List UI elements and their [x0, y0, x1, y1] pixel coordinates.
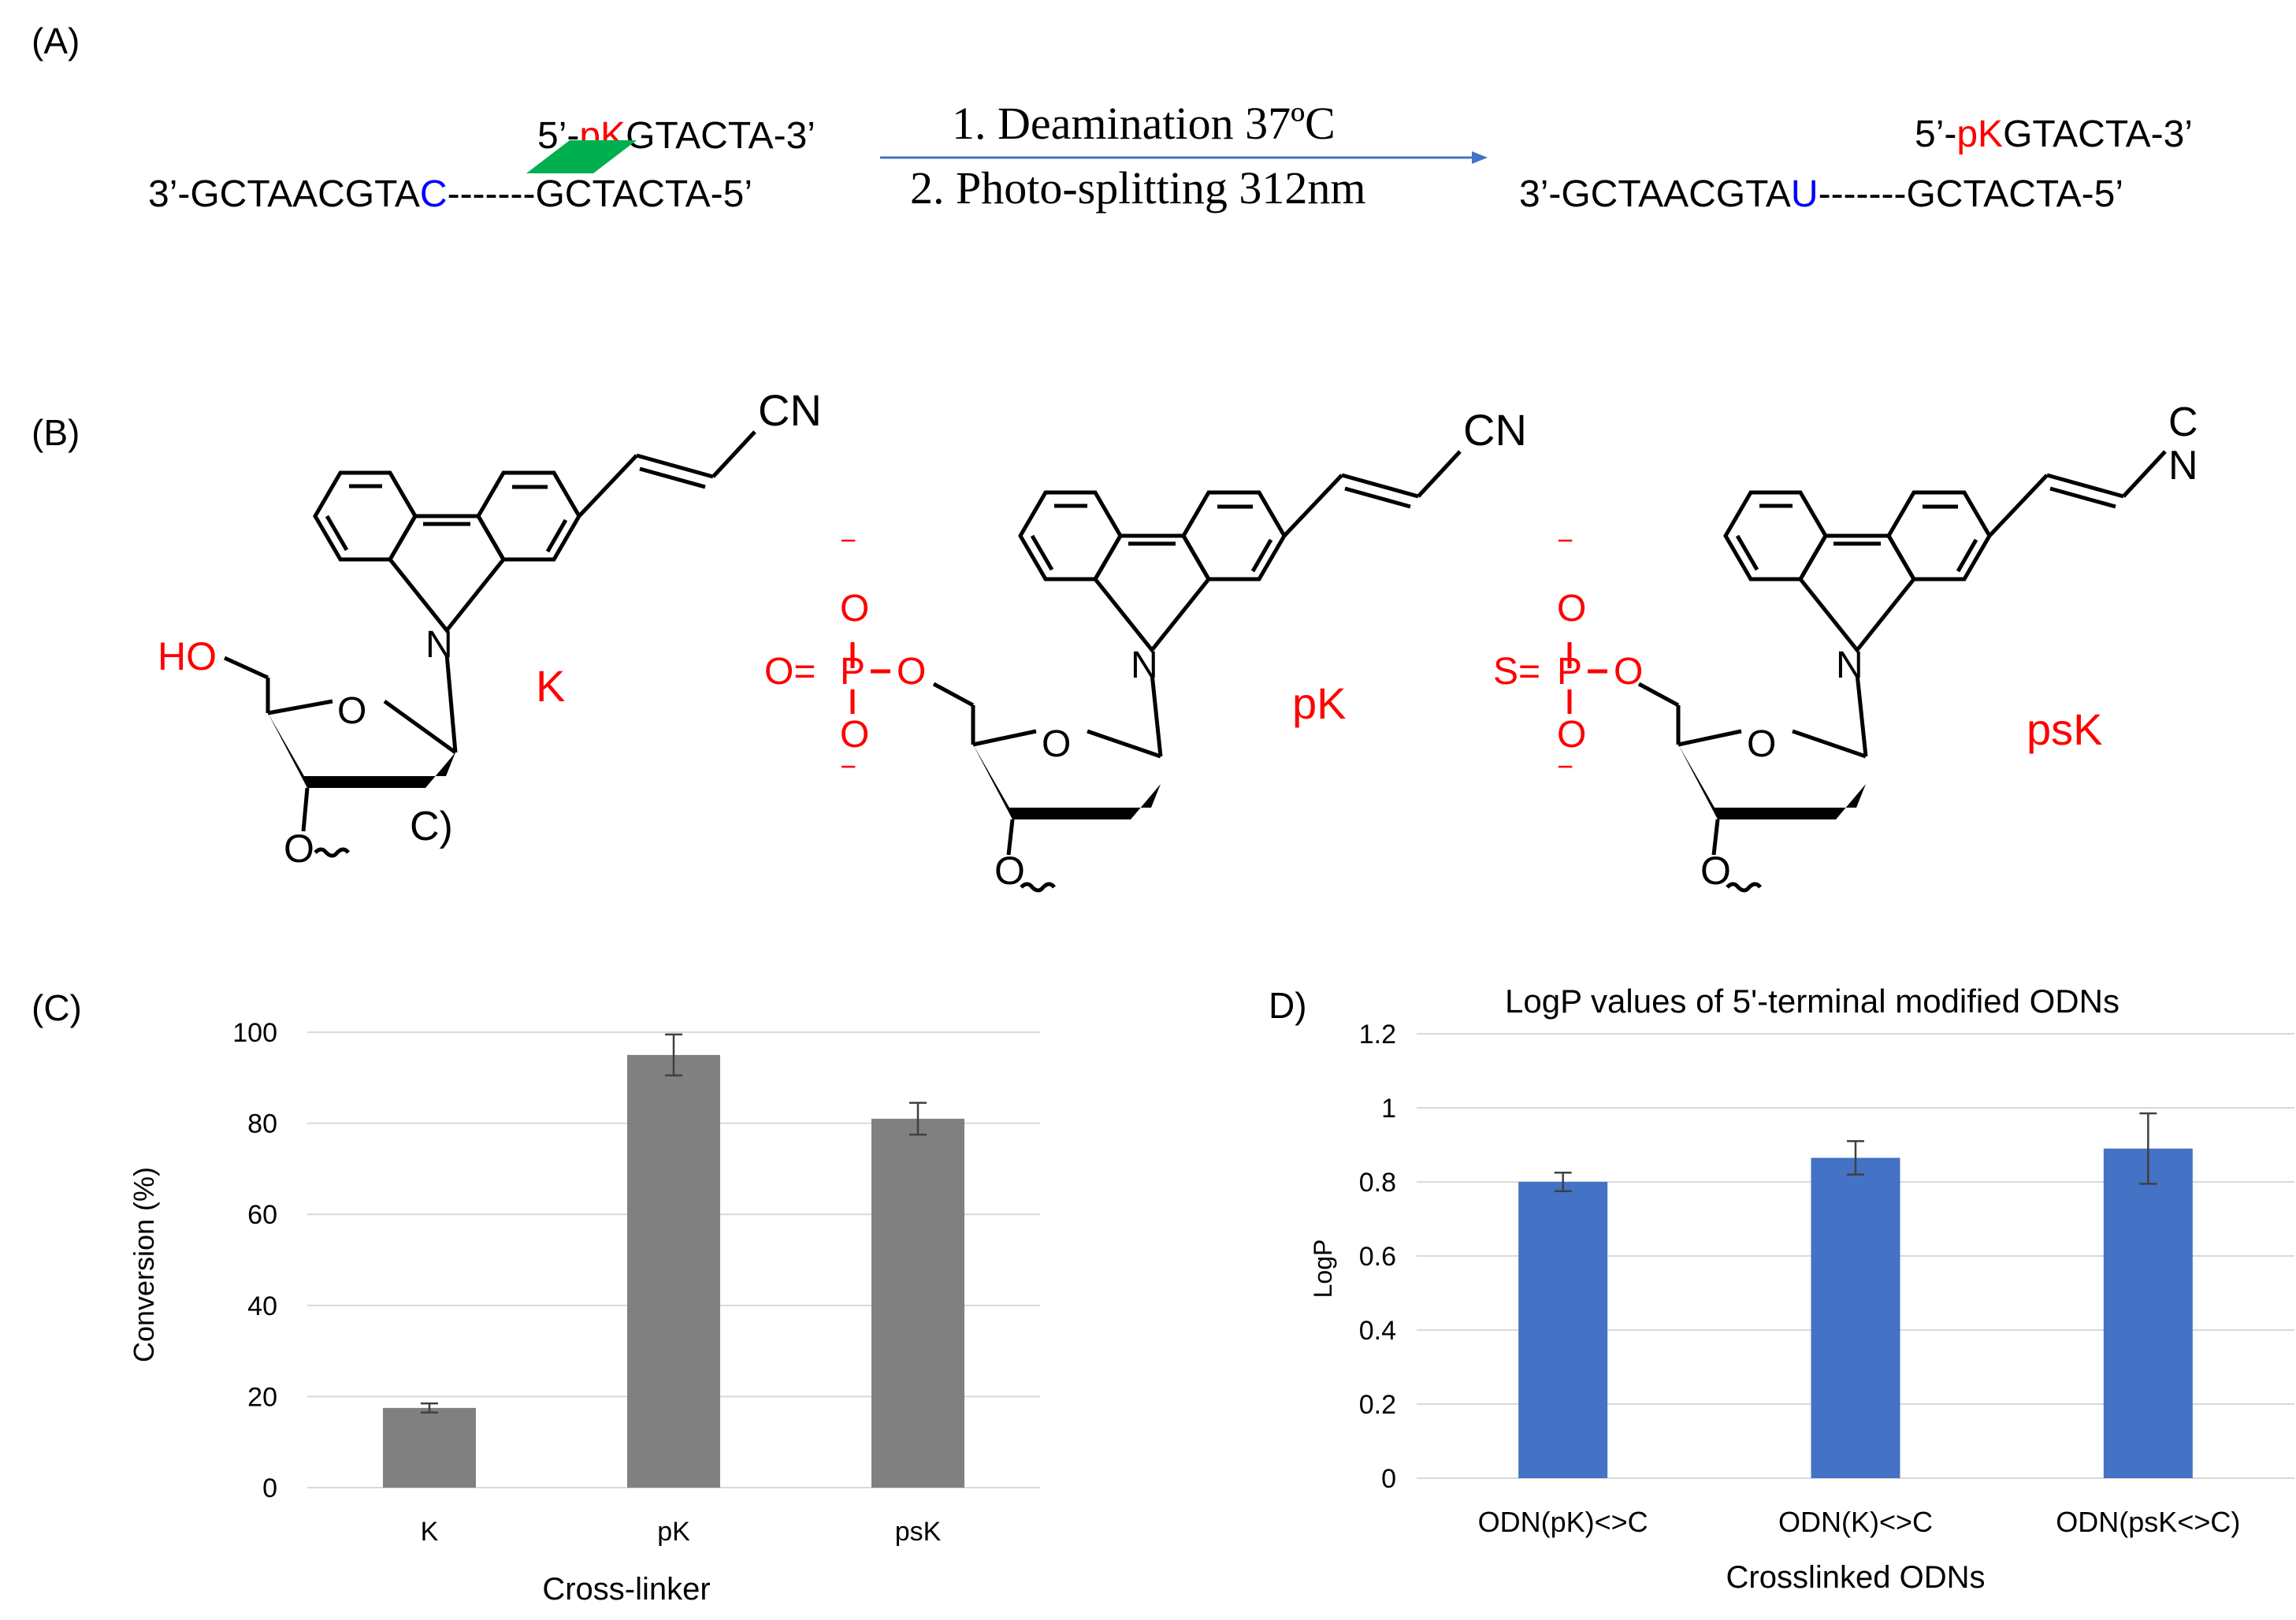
bar [383, 1407, 476, 1488]
psk-o-link: O [1614, 651, 1643, 693]
right-bottom-strand: 3’-GCTAACGTAU-------GCTACTA-5’ [1519, 173, 2123, 215]
x-tick-label: pK [657, 1517, 690, 1547]
chart-d-xlabel: Crosslinked ODNs [1726, 1560, 1986, 1595]
chart-c-yticks: 0 20 40 60 80 100 [232, 1018, 277, 1503]
y-tick-label: 80 [247, 1109, 277, 1139]
panel-a: (A) 5’-pKGTACTA-3’ 3’-GCTAACGTAC-------G… [32, 20, 2193, 215]
x-tick-label: psK [895, 1517, 942, 1547]
psk-name: psK [2027, 704, 2103, 754]
pk-o-double: O= [764, 651, 815, 693]
y-tick-label: 40 [247, 1291, 277, 1321]
bar [2103, 1148, 2193, 1478]
k-name: K [536, 661, 565, 711]
pk-n-atom: N [1131, 645, 1158, 686]
k-cn: CN [758, 385, 822, 435]
y-tick-label: 0.8 [1359, 1168, 1396, 1198]
reaction-arrow-head [1472, 151, 1488, 164]
pk-minus-bottom: − [840, 750, 856, 782]
y-tick-label: 0 [262, 1473, 277, 1503]
psk-o-ring: O [1747, 723, 1776, 765]
psk-minus-bottom: − [1557, 750, 1573, 782]
structure-psk [1637, 450, 2167, 893]
k-extra: C) [410, 804, 453, 849]
psk-cn-c: C [2168, 399, 2198, 445]
psk-o-top: O [1557, 588, 1586, 630]
step-1: 1. Deamination 37ºC [952, 98, 1336, 149]
pk-phosphate-bonds [850, 642, 890, 714]
chart-d-ylabel: LogP [1309, 1239, 1337, 1299]
x-tick-label: K [421, 1517, 439, 1547]
bar [1518, 1182, 1608, 1478]
right-top-strand: 5’-pKGTACTA-3’ [1915, 113, 2193, 155]
y-tick-label: 100 [232, 1018, 277, 1048]
pk-cn: CN [1463, 405, 1527, 455]
k-ho: HO [158, 634, 217, 678]
psk-cn-n: N [2168, 443, 2198, 489]
pk-o-ring: O [1042, 723, 1071, 765]
pk-o-top: O [840, 588, 869, 630]
k-o-ring: O [337, 690, 366, 732]
psk-o-bottom: O [1557, 714, 1586, 756]
psk-minus-top: − [1557, 524, 1573, 556]
chart-c-errorbars [421, 1033, 927, 1414]
y-tick-label: 0 [1381, 1464, 1396, 1494]
chart-c-ylabel: Conversion (%) [128, 1167, 160, 1362]
bar [871, 1118, 964, 1488]
psk-s-double: S= [1493, 651, 1540, 693]
chart-c-xlabel: Cross-linker [542, 1572, 710, 1607]
crosslink-parallelogram [526, 140, 637, 173]
y-tick-label: 60 [247, 1200, 277, 1230]
y-tick-label: 0.4 [1359, 1316, 1396, 1346]
pk-o3: O [994, 849, 1025, 893]
pk-o-bottom: O [840, 714, 869, 756]
panel-d-label: D) [1269, 985, 1307, 1026]
x-tick-label: ODN(pK)<>C [1478, 1506, 1648, 1538]
y-tick-label: 1 [1381, 1094, 1396, 1124]
y-tick-label: 1.2 [1359, 1020, 1396, 1050]
x-tick-label: ODN(K)<>C [1778, 1506, 1933, 1538]
x-tick-label: ODN(psK<>C) [2056, 1506, 2240, 1538]
pk-minus-top: − [840, 524, 856, 556]
psk-phosphate-bonds [1567, 642, 1607, 714]
structure-pk [932, 450, 1462, 893]
pyrrole-ring [387, 514, 507, 634]
left-bottom-strand: 3’-GCTAACGTAC-------GCTACTA-5’ [148, 173, 752, 215]
bar [627, 1054, 720, 1488]
chart-c-bars [383, 1054, 964, 1488]
panel-b-label: (B) [32, 412, 80, 453]
panel-a-label: (A) [32, 20, 80, 61]
chart-d-errorbars [1554, 1112, 2157, 1192]
y-tick-label: 0.2 [1359, 1390, 1396, 1420]
k-o3: O [284, 827, 314, 871]
pk-o-link: O [897, 651, 926, 693]
pk-name: pK [1292, 678, 1347, 728]
psk-n-atom: N [1836, 645, 1863, 686]
step-2: 2. Photo-splitting 312nm [910, 162, 1365, 214]
k-n-atom: N [425, 624, 453, 666]
chart-d-xticks: ODN(pK)<>C ODN(K)<>C ODN(psK<>C) [1478, 1506, 2241, 1538]
chart-d-title: LogP values of 5'-terminal modified ODNs [1505, 983, 2120, 1020]
chart-d-yticks: 0 0.2 0.4 0.6 0.8 1 1.2 [1359, 1020, 1396, 1494]
psk-o3: O [1700, 849, 1731, 893]
chart-d-bars [1518, 1148, 2193, 1478]
bar [1811, 1157, 1900, 1478]
panel-c-label: (C) [32, 987, 82, 1028]
panel-b: (B) [32, 385, 2198, 893]
y-tick-label: 20 [247, 1382, 277, 1412]
psk-p: P [1557, 651, 1582, 693]
chart-logp: D) LogP values of 5'-terminal modified O… [1269, 983, 2294, 1595]
left-top-strand: 5’-pKGTACTA-3’ [537, 115, 815, 157]
y-tick-label: 0.6 [1359, 1242, 1396, 1272]
structure-k [223, 430, 756, 858]
pk-p: P [840, 651, 865, 693]
